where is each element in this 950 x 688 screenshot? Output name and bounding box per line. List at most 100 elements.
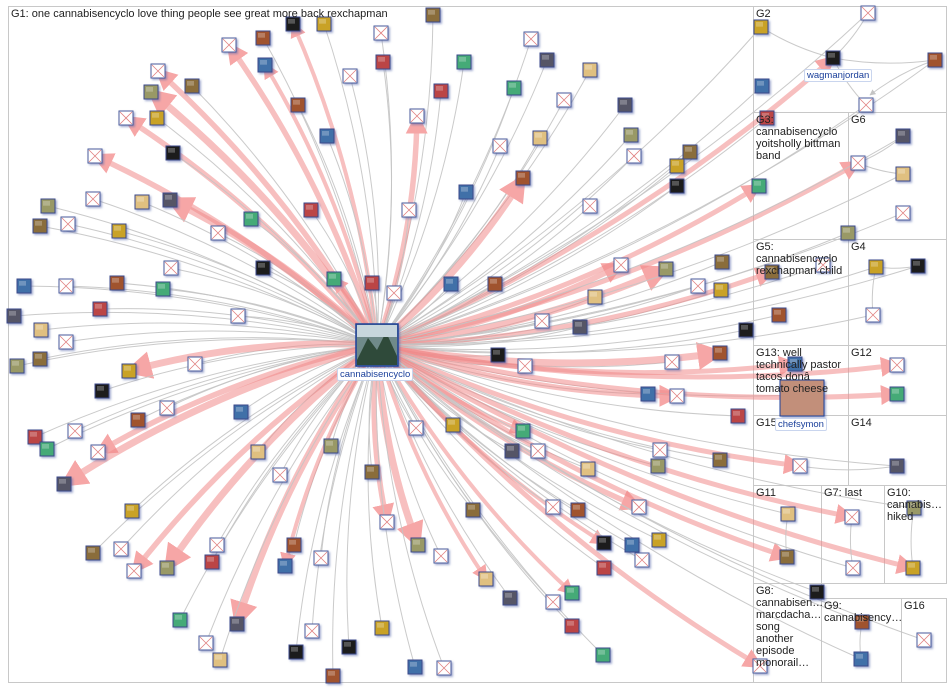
- graph-node-outer[interactable]: [906, 500, 922, 516]
- graph-node-outer[interactable]: [868, 259, 884, 275]
- graph-node-outer[interactable]: [825, 50, 841, 66]
- graph-node[interactable]: [111, 223, 127, 239]
- graph-node-outer[interactable]: [759, 110, 775, 126]
- graph-node-outer[interactable]: [754, 78, 770, 94]
- graph-node[interactable]: [126, 563, 142, 579]
- graph-node[interactable]: [714, 254, 730, 270]
- graph-node[interactable]: [230, 308, 246, 324]
- graph-node[interactable]: [517, 358, 533, 374]
- graph-node[interactable]: [456, 54, 472, 70]
- graph-node[interactable]: [341, 639, 357, 655]
- graph-node-outer[interactable]: [916, 632, 932, 648]
- graph-node[interactable]: [6, 308, 22, 324]
- graph-node[interactable]: [159, 400, 175, 416]
- graph-node[interactable]: [433, 83, 449, 99]
- graph-node-outer[interactable]: [865, 307, 881, 323]
- graph-node[interactable]: [204, 554, 220, 570]
- graph-node[interactable]: [121, 363, 137, 379]
- graph-node-outer[interactable]: [815, 257, 831, 273]
- graph-node[interactable]: [56, 476, 72, 492]
- graph-node[interactable]: [436, 660, 452, 676]
- hub-node-cannabisencyclo[interactable]: [355, 323, 399, 367]
- graph-node[interactable]: [623, 127, 639, 143]
- graph-node[interactable]: [172, 612, 188, 628]
- graph-node[interactable]: [506, 80, 522, 96]
- graph-node[interactable]: [257, 57, 273, 73]
- graph-node[interactable]: [364, 464, 380, 480]
- graph-node[interactable]: [443, 276, 459, 292]
- graph-node[interactable]: [738, 322, 754, 338]
- graph-node[interactable]: [313, 550, 329, 566]
- graph-node[interactable]: [325, 668, 341, 684]
- graph-node[interactable]: [39, 441, 55, 457]
- graph-node[interactable]: [713, 282, 729, 298]
- graph-node[interactable]: [572, 319, 588, 335]
- graph-node[interactable]: [433, 548, 449, 564]
- graph-node[interactable]: [316, 16, 332, 32]
- graph-node-outer[interactable]: [858, 97, 874, 113]
- graph-node[interactable]: [130, 412, 146, 428]
- graph-node[interactable]: [490, 347, 506, 363]
- graph-node[interactable]: [532, 130, 548, 146]
- graph-node[interactable]: [386, 285, 402, 301]
- graph-node[interactable]: [290, 97, 306, 113]
- graph-node-outer[interactable]: [889, 386, 905, 402]
- graph-node[interactable]: [32, 351, 48, 367]
- graph-node-outer[interactable]: [889, 357, 905, 373]
- graph-node-outer[interactable]: [780, 506, 796, 522]
- graph-node[interactable]: [277, 558, 293, 574]
- graph-node[interactable]: [221, 37, 237, 53]
- graph-node[interactable]: [478, 571, 494, 587]
- graph-node[interactable]: [545, 499, 561, 515]
- graph-node[interactable]: [409, 108, 425, 124]
- graph-node[interactable]: [9, 358, 25, 374]
- graph-node-outer[interactable]: [752, 658, 768, 674]
- graph-node[interactable]: [634, 552, 650, 568]
- graph-node-outer[interactable]: [779, 549, 795, 565]
- graph-node[interactable]: [163, 260, 179, 276]
- graph-node[interactable]: [580, 461, 596, 477]
- graph-node[interactable]: [669, 158, 685, 174]
- graph-node[interactable]: [272, 467, 288, 483]
- graph-node-outer[interactable]: [845, 560, 861, 576]
- graph-node[interactable]: [582, 198, 598, 214]
- graph-node-outer[interactable]: [854, 614, 870, 630]
- graph-node-outer[interactable]: [905, 560, 921, 576]
- graph-node[interactable]: [94, 383, 110, 399]
- graph-node-outer[interactable]: [792, 458, 808, 474]
- graph-node[interactable]: [286, 537, 302, 553]
- graph-node[interactable]: [379, 514, 395, 530]
- graph-node[interactable]: [374, 620, 390, 636]
- graph-node-outer[interactable]: [840, 225, 856, 241]
- graph-node[interactable]: [502, 590, 518, 606]
- graph-node[interactable]: [92, 301, 108, 317]
- graph-node-outer[interactable]: [860, 5, 876, 21]
- graph-node[interactable]: [209, 537, 225, 553]
- graph-node[interactable]: [187, 356, 203, 372]
- node-chefsymon[interactable]: [779, 379, 825, 417]
- graph-node[interactable]: [134, 194, 150, 210]
- graph-node[interactable]: [285, 16, 301, 32]
- graph-node-outer[interactable]: [787, 356, 803, 372]
- graph-node-outer[interactable]: [895, 205, 911, 221]
- graph-node[interactable]: [445, 417, 461, 433]
- graph-node[interactable]: [515, 170, 531, 186]
- graph-node[interactable]: [690, 278, 706, 294]
- graph-node[interactable]: [596, 560, 612, 576]
- graph-node[interactable]: [640, 386, 656, 402]
- graph-node[interactable]: [515, 423, 531, 439]
- graph-node[interactable]: [658, 261, 674, 277]
- graph-node[interactable]: [288, 644, 304, 660]
- graph-node[interactable]: [149, 110, 165, 126]
- graph-node-outer[interactable]: [850, 155, 866, 171]
- graph-node[interactable]: [118, 110, 134, 126]
- graph-node[interactable]: [523, 31, 539, 47]
- graph-node[interactable]: [530, 443, 546, 459]
- graph-node[interactable]: [465, 502, 481, 518]
- graph-node[interactable]: [255, 30, 271, 46]
- graph-node-outer[interactable]: [809, 584, 825, 600]
- graph-node-outer[interactable]: [895, 166, 911, 182]
- graph-node[interactable]: [504, 443, 520, 459]
- graph-node[interactable]: [682, 144, 698, 160]
- graph-node[interactable]: [669, 178, 685, 194]
